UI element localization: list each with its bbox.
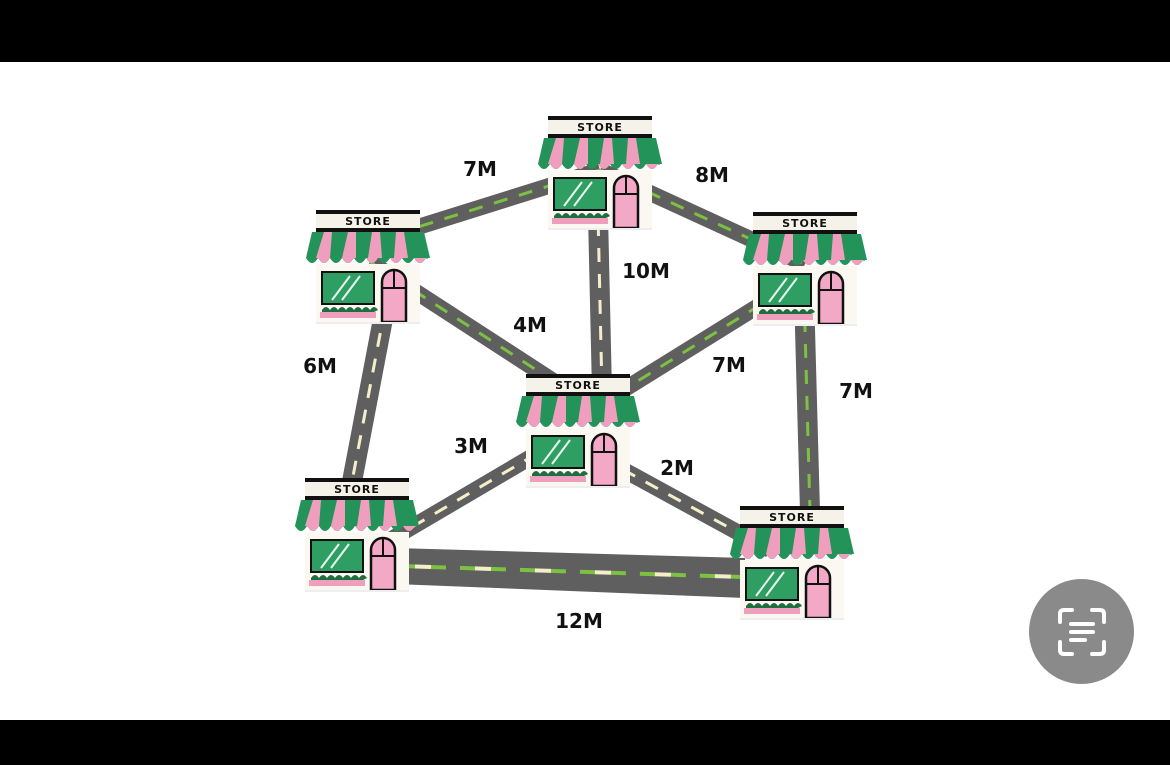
store-top: STORE: [536, 114, 664, 232]
store-sign-label: STORE: [577, 121, 623, 134]
store-sign-label: STORE: [555, 379, 601, 392]
distance-label-left-center: 4M: [513, 313, 547, 337]
image-canvas: STORE STORE STORE STORE STORE STORE: [0, 62, 1170, 720]
letterbox-bottom: [0, 720, 1170, 765]
road-right-bottom: [794, 291, 820, 513]
distance-label-bottomright-center: 2M: [660, 456, 694, 480]
store-bottom-left: STORE: [293, 476, 421, 594]
store-center: STORE: [514, 372, 642, 490]
store-sign-label: STORE: [769, 511, 815, 524]
store-sign-label: STORE: [345, 215, 391, 228]
store-bottom-right: STORE: [728, 504, 856, 622]
distance-label-bottom: 12M: [555, 609, 603, 633]
distance-label-right-center: 7M: [712, 353, 746, 377]
store-network-diagram: STORE STORE STORE STORE STORE STORE: [293, 114, 873, 633]
text-scan-button[interactable]: [1029, 579, 1134, 684]
letterbox-top: [0, 0, 1170, 62]
store-sign-label: STORE: [334, 483, 380, 496]
text-scan-icon: [1057, 607, 1106, 656]
distance-label-top-center: 10M: [622, 259, 670, 283]
distance-label-top-left: 7M: [463, 157, 497, 181]
distance-label-top-right: 8M: [695, 163, 729, 187]
distance-label-left-bottom: 6M: [303, 354, 337, 378]
store-right: STORE: [741, 210, 869, 328]
distance-label-bottomleft-center: 3M: [454, 434, 488, 458]
store-left: STORE: [304, 208, 432, 326]
store-sign-label: STORE: [782, 217, 828, 230]
road-bottom: [395, 548, 745, 598]
distance-label-right-bottom: 7M: [839, 379, 873, 403]
